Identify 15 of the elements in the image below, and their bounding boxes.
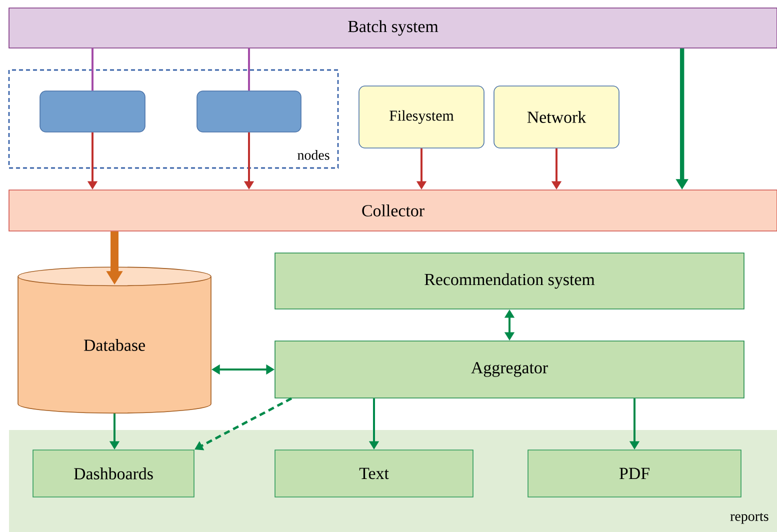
source-box: Network — [494, 86, 620, 148]
connector-line — [248, 48, 250, 91]
process-box: Recommendation system — [274, 252, 744, 310]
report-box: Text — [274, 450, 474, 498]
source-box: Filesystem — [358, 86, 484, 148]
database-cylinder: Database — [18, 266, 212, 414]
system-band: Batch system — [8, 8, 777, 48]
node-box — [40, 90, 146, 132]
dashed-group: nodes — [8, 69, 339, 169]
connector-line — [92, 48, 94, 91]
collector-band: Collector — [8, 190, 777, 232]
process-box: Aggregator — [274, 340, 744, 398]
node-box — [196, 90, 302, 132]
report-box: Dashboards — [32, 450, 194, 498]
report-box: PDF — [528, 450, 742, 498]
